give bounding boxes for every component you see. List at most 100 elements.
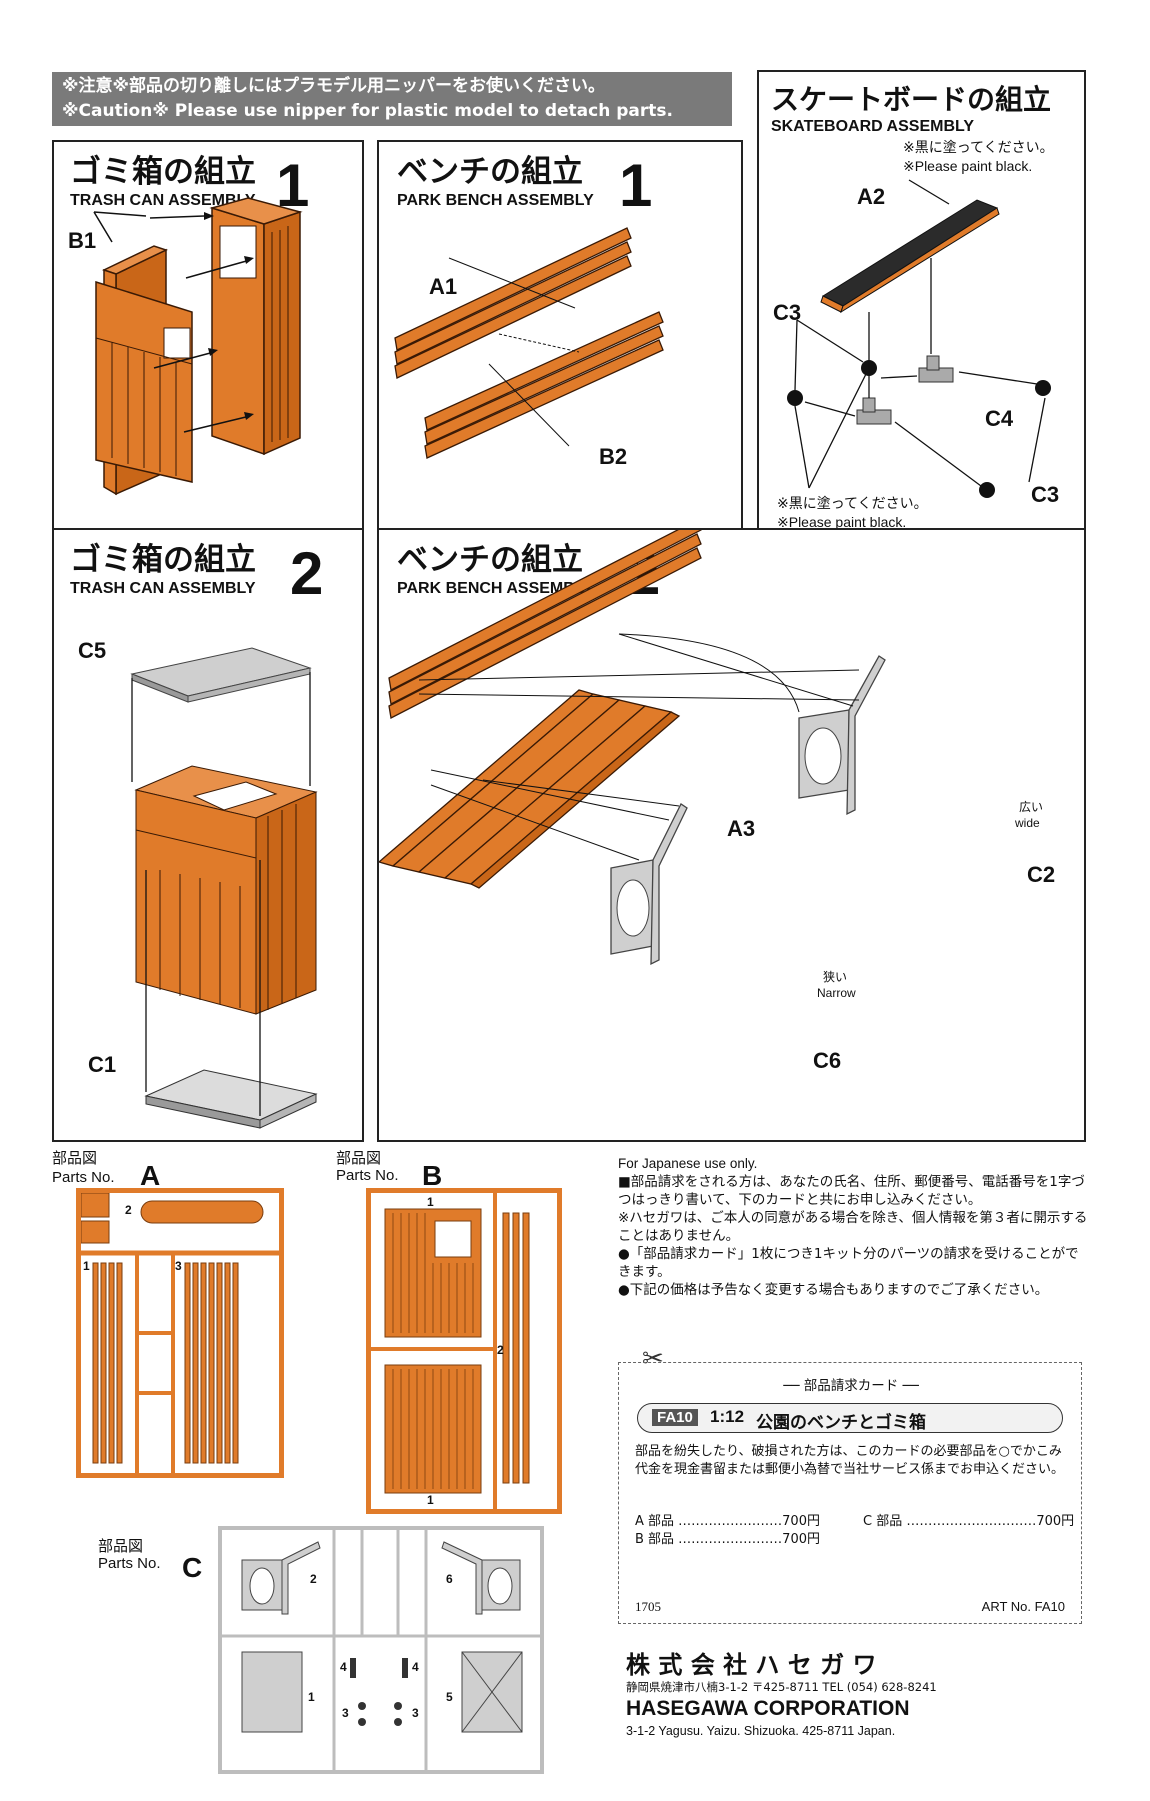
parts-c-label-en: Parts No.	[98, 1555, 161, 1572]
parts-b-sprue-drawing	[371, 1193, 530, 1509]
step-number: 1	[619, 152, 653, 219]
parts-c-num-6: 6	[446, 1572, 453, 1586]
part-label-a3: A3	[727, 816, 756, 841]
parts-c-num-2: 2	[310, 1572, 317, 1586]
caution-line-1: ※注意※部品の切り離しにはプラモデル用ニッパーをお使いください。	[62, 76, 606, 96]
card-art-number: ART No. FA10	[981, 1599, 1065, 1614]
caution-line-2: ※Caution※ Please use nipper for plastic …	[62, 101, 673, 121]
paint-note-bottom-en: ※Please paint black.	[777, 514, 907, 530]
japan-info-p4: ●下記の価格は予告なく変更する場合もありますのでご了承ください。	[618, 1282, 1049, 1298]
trash-can-step1-illustration	[93, 197, 303, 496]
card-description: 部品を紛失したり、破損された方は、このカードの必要部品を○でかこみ代金を現金書留…	[635, 1444, 1065, 1477]
company-name-en: HASEGAWA CORPORATION	[626, 1697, 910, 1720]
caution-banner: ※注意※部品の切り離しにはプラモデル用ニッパーをお使いください。 ※Cautio…	[52, 72, 732, 126]
parts-c-num-4-left: 4	[340, 1660, 347, 1674]
card-product-name: 公園のベンチとゴミ箱	[756, 1413, 926, 1433]
panel-title-jp: スケートボードの組立	[771, 83, 1052, 116]
panel-title-jp: ベンチの組立	[397, 154, 583, 190]
panel-trash-can-2: ゴミ箱の組立 TRASH CAN ASSEMBLY 2 C5 C1	[52, 528, 364, 1142]
panel-title-en: PARK BENCH ASSEMBLY	[397, 192, 594, 209]
parts-c-label-jp: 部品図	[98, 1538, 144, 1555]
part-label-c3-bottom: C3	[1031, 482, 1060, 507]
japan-info-p3: ●「部品請求カード」1枚につき1キット分のパーツの請求を受けることができます。	[618, 1246, 1079, 1280]
card-price-b: B 部品 ……………………700円	[635, 1532, 820, 1547]
parts-a-num-2: 2	[125, 1203, 132, 1217]
parts-a-sprue: 2 1 3	[76, 1188, 284, 1478]
japan-info-p2: ※ハセガワは、ご本人の同意がある場合を除き、個人情報を第３者に開示することはあり…	[618, 1210, 1088, 1244]
part-label-c6: C6	[813, 1048, 842, 1073]
parts-b-num-2: 2	[497, 1343, 504, 1357]
parts-c-num-1: 1	[308, 1690, 315, 1704]
parts-b-label-jp: 部品図	[336, 1150, 382, 1167]
panel-bench-2: ベンチの組立 PARK BENCH ASSEMBLY 2 A3 C2 C6 広い…	[377, 528, 1086, 1142]
part-label-c4: C4	[985, 406, 1014, 431]
paint-note-bottom-jp: ※黒に塗ってください。	[777, 496, 928, 512]
panel-title-en: TRASH CAN ASSEMBLY	[70, 580, 256, 597]
panel-bench-1: ベンチの組立 PARK BENCH ASSEMBLY 1 A1 B2	[377, 140, 743, 530]
parts-a-letter: A	[140, 1160, 161, 1191]
parts-a-label-jp: 部品図	[52, 1150, 98, 1167]
parts-b-num-1-top: 1	[427, 1195, 434, 1209]
trash-can-step2-illustration	[130, 647, 318, 1129]
parts-a-label-en: Parts No.	[52, 1169, 115, 1186]
panel-title-jp: ベンチの組立	[397, 542, 583, 578]
part-label-a2: A2	[857, 184, 886, 209]
narrow-label-jp: 狭い	[823, 970, 848, 984]
card-title: ── 部品請求カード ──	[783, 1378, 919, 1394]
japan-info-heading: For Japanese use only.	[618, 1156, 758, 1171]
part-label-b2: B2	[599, 444, 628, 469]
parts-c-num-4-right: 4	[412, 1660, 419, 1674]
part-label-c2: C2	[1027, 862, 1056, 887]
company-address-jp: 静岡県焼津市八楠3-1-2 〒425-8711 TEL (054) 628-82…	[626, 1680, 937, 1694]
part-label-c5: C5	[78, 638, 107, 663]
step-number: 1	[276, 152, 310, 219]
card-number: 1705	[635, 1599, 661, 1614]
wide-label-en: wide	[1015, 816, 1040, 830]
card-price-a: A 部品 ……………………700円	[635, 1514, 820, 1529]
panel-title-en: TRASH CAN ASSEMBLY	[70, 192, 256, 209]
step-number: 2	[290, 540, 324, 607]
panel-title-jp: ゴミ箱の組立	[70, 542, 256, 578]
parts-c-num-3-right: 3	[412, 1706, 419, 1720]
part-label-c1: C1	[88, 1052, 117, 1077]
parts-b-label-en: Parts No.	[336, 1167, 399, 1184]
company-address-en: 3-1-2 Yagusu. Yaizu. Shizuoka. 425-8711 …	[626, 1724, 896, 1738]
parts-c-heading: 部品図 Parts No. C	[98, 1538, 202, 1583]
bench-step2-illustration	[379, 530, 886, 966]
parts-b-num-1-bottom: 1	[427, 1493, 434, 1507]
parts-a-sprue-drawing	[81, 1193, 279, 1473]
parts-c-sprue-drawing	[222, 1530, 540, 1770]
card-product-banner: FA10 1:12 公園のベンチとゴミ箱	[637, 1403, 1063, 1433]
parts-b-letter: B	[422, 1160, 443, 1191]
panel-trash-can-1: ゴミ箱の組立 TRASH CAN ASSEMBLY 1 B1	[52, 140, 364, 530]
parts-b-heading: 部品図 Parts No. B	[336, 1150, 442, 1191]
panel-title-en: SKATEBOARD ASSEMBLY	[771, 118, 974, 135]
narrow-label-en: Narrow	[817, 986, 856, 1000]
panel-skateboard: スケートボードの組立 SKATEBOARD ASSEMBLY ※黒に塗ってくださ…	[757, 70, 1086, 550]
parts-a-heading: 部品図 Parts No. A	[52, 1150, 160, 1191]
parts-c-num-3-left: 3	[342, 1706, 349, 1720]
paint-note-top-jp: ※黒に塗ってください。	[903, 140, 1054, 156]
card-scale: 1:12	[710, 1407, 745, 1426]
japan-info: For Japanese use only. ■部品請求をされる方は、あなたの氏…	[618, 1155, 1088, 1299]
company-name-jp: 株 式 会 社 ハ セ ガ ワ	[626, 1651, 877, 1679]
scissors-icon: ✂	[642, 1344, 664, 1374]
part-label-b1: B1	[68, 228, 97, 253]
card-price-c: C 部品 …………………………700円	[863, 1514, 1075, 1529]
paint-note-top-en: ※Please paint black.	[903, 158, 1033, 174]
japan-info-p1: ■部品請求をされる方は、あなたの氏名、住所、郵便番号、電話番号を1字づつはっきり…	[618, 1174, 1085, 1208]
parts-c-num-5: 5	[446, 1690, 453, 1704]
bench-step1-illustration	[394, 227, 664, 459]
parts-a-num-1: 1	[83, 1259, 90, 1273]
company-block: 株 式 会 社 ハ セ ガ ワ 静岡県焼津市八楠3-1-2 〒425-8711 …	[626, 1650, 1056, 1739]
panel-title-en: PARK BENCH ASSEMBLY	[397, 580, 594, 597]
parts-b-sprue: 1 2 1	[366, 1188, 562, 1514]
parts-c-letter: C	[182, 1552, 203, 1583]
card-code: FA10	[652, 1409, 698, 1426]
parts-a-num-3: 3	[175, 1259, 182, 1273]
wide-label-jp: 広い	[1019, 800, 1044, 814]
parts-request-card: ── 部品請求カード ── FA10 1:12 公園のベンチとゴミ箱 部品を紛失…	[618, 1362, 1082, 1624]
panel-title-jp: ゴミ箱の組立	[70, 154, 256, 190]
skateboard-illustration	[787, 179, 1051, 498]
part-label-a1: A1	[429, 274, 458, 299]
